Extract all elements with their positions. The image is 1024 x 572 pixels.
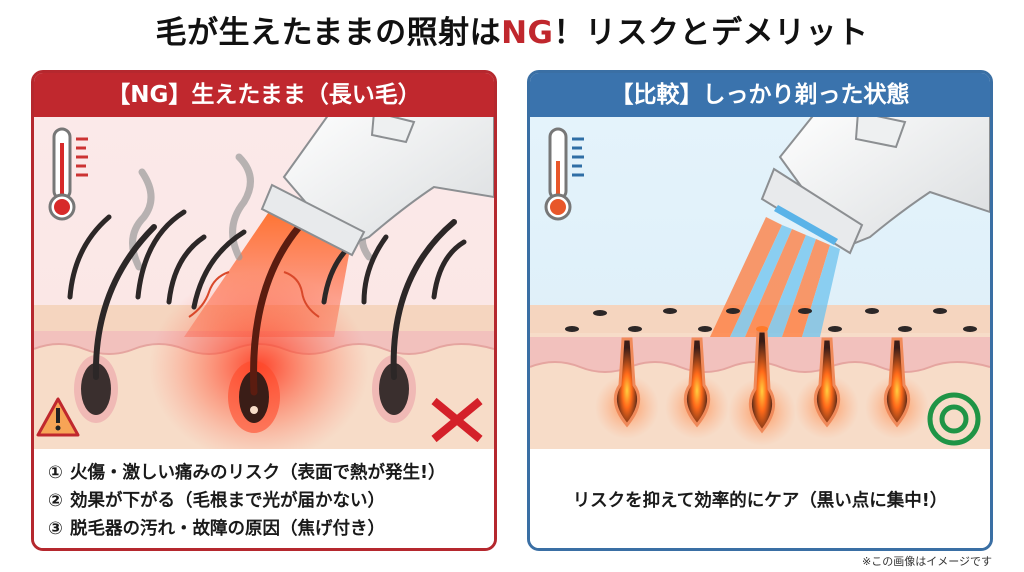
thermometer-hot-icon [48, 127, 88, 221]
shaved-illustration [530, 117, 990, 449]
cross-mark-icon [431, 397, 483, 443]
comparison-panel-header: 【比較】しっかり剃った状態 [530, 73, 990, 117]
ng-panel: 【NG】生えたまま（長い毛） [31, 70, 497, 551]
footnote: ※この画像はイメージです [862, 555, 992, 568]
thermometer-mild-icon [544, 127, 584, 221]
ng-panel-header: 【NG】生えたまま（長い毛） [34, 73, 494, 117]
benefit-area: リスクを抑えて効率的にケア（黒い点に集中!） [530, 449, 990, 548]
double-circle-icon [927, 392, 981, 446]
title-text-before: 毛が生えたままの照射は [155, 15, 502, 51]
benefit-text: リスクを抑えて効率的にケア（黒い点に集中!） [572, 491, 948, 511]
title-text-after: ！リスクとデメリット [553, 15, 869, 51]
comparison-panel: 【比較】しっかり剃った状態 [527, 70, 993, 551]
title-highlight-ng: NG [501, 15, 554, 51]
ng-illustration [34, 117, 494, 449]
warning-triangle-icon [36, 397, 80, 437]
page-title: 毛が生えたままの照射はNG！リスクとデメリット [0, 8, 1024, 58]
